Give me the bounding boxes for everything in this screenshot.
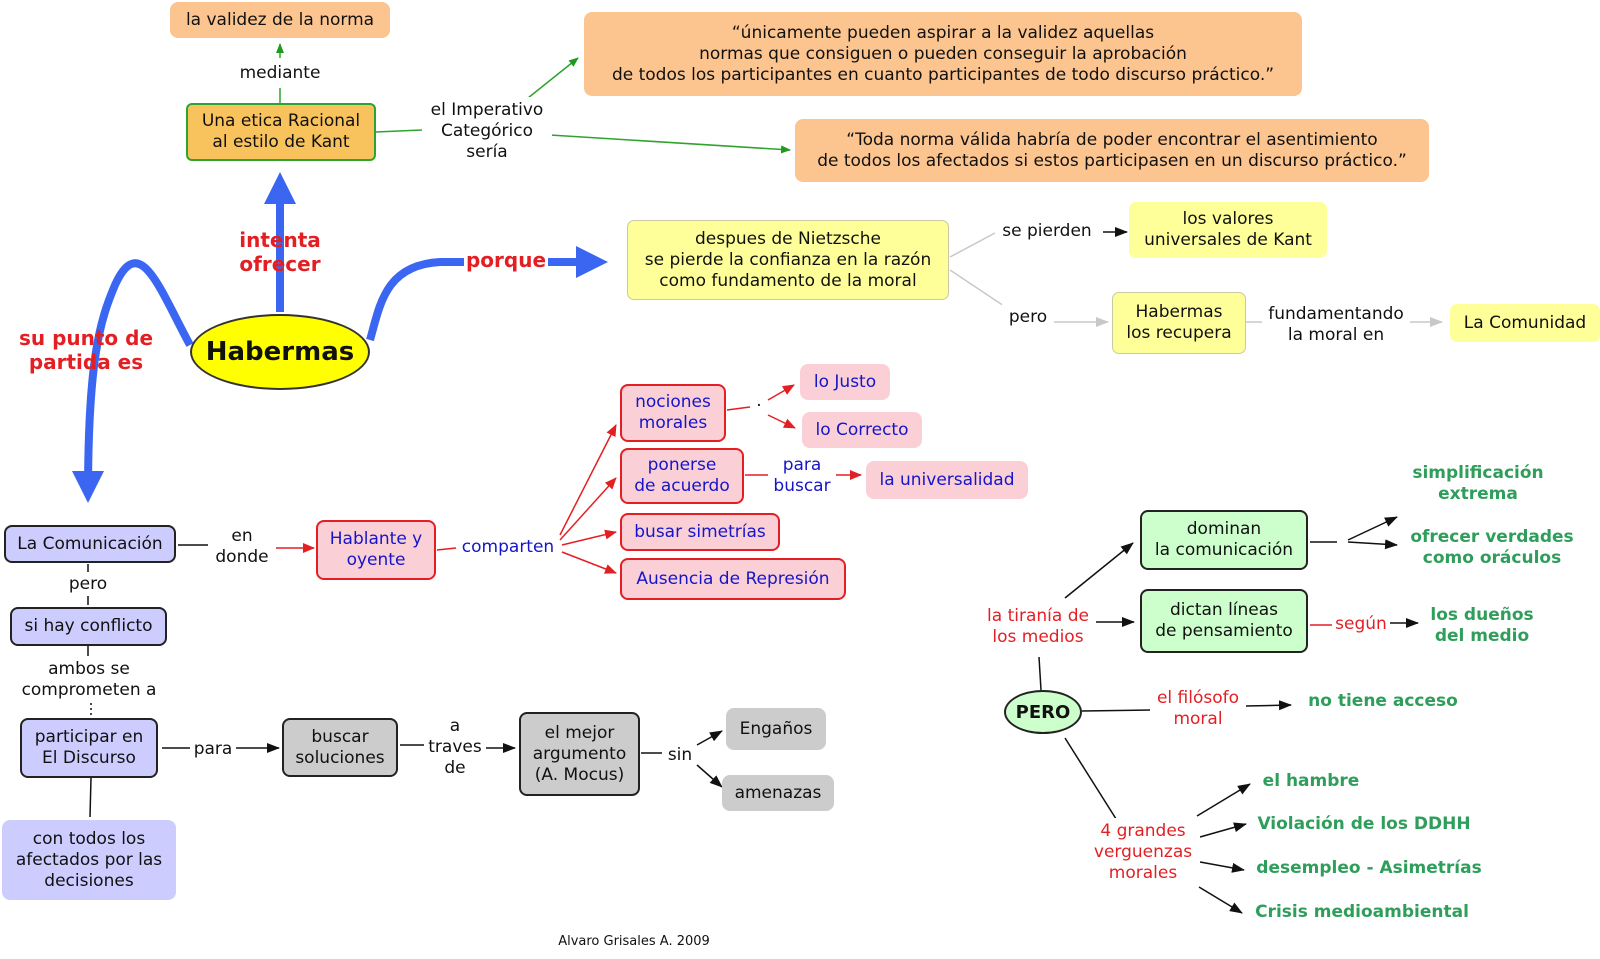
node-habermas-recupera: Habermas los recupera xyxy=(1112,292,1246,354)
node-la-comunidad: La Comunidad xyxy=(1450,304,1600,342)
link-participar-afectados xyxy=(89,777,92,818)
node-hablante-oyente: Hablante y oyente xyxy=(316,520,436,580)
link-pero-tirania xyxy=(1038,656,1042,691)
label-fundamentando: fundamentando la moral en xyxy=(1264,302,1408,348)
node-simetrias: busar simetrías xyxy=(620,513,780,551)
node-mejor-argumento: el mejor argumento (A. Mocus) xyxy=(519,712,640,796)
node-afectados: con todos los afectados por las decision… xyxy=(2,820,176,900)
label-segun: según xyxy=(1332,611,1390,637)
arrow-punto-partida xyxy=(72,259,194,503)
label-tirania-medios: la tiranía de los medios xyxy=(980,602,1096,652)
label-pero-comunicacion: pero xyxy=(64,572,112,596)
node-participar-discurso: participar en El Discurso xyxy=(20,718,158,778)
link-tirania-dominan xyxy=(1064,542,1134,599)
node-amenazas: amenazas xyxy=(722,775,834,811)
link-dot-justo xyxy=(767,384,795,401)
link-verguenzas-desempleo xyxy=(1199,861,1245,873)
link-dominan-verdades xyxy=(1347,539,1398,550)
label-ambos: ambos se comprometen a xyxy=(14,658,164,702)
link-comparten-simetrias xyxy=(561,529,617,546)
label-imperativo: el Imperativo Categórico sería xyxy=(422,97,552,165)
node-dictan-lineas: dictan líneas de pensamiento xyxy=(1140,589,1308,653)
node-enganos: Engaños xyxy=(726,708,826,750)
link-kant-imperativo xyxy=(375,129,423,133)
node-duenos-medio: los dueños del medio xyxy=(1420,604,1544,648)
label-para-buscar: para buscar xyxy=(770,454,834,498)
label-filosofo-moral: el filósofo moral xyxy=(1150,686,1246,732)
link-comparten-ausencia xyxy=(561,551,617,574)
label-se-pierden: se pierden xyxy=(996,218,1098,244)
link-imperativo-quote1 xyxy=(527,57,579,99)
link-verguenzas-crisis xyxy=(1198,886,1243,914)
node-comunicacion: La Comunicación xyxy=(4,525,176,563)
arrow-porque xyxy=(366,246,608,342)
node-ponerse-acuerdo: ponerse de acuerdo xyxy=(620,448,744,504)
link-sin-enganos xyxy=(696,730,723,746)
link-nociones-dot xyxy=(726,406,751,411)
link-verguenzas-ddhh xyxy=(1199,822,1247,838)
node-ofrecer-verdades: ofrecer verdades como oráculos xyxy=(1400,526,1584,570)
node-quote2: “Toda norma válida habría de poder encon… xyxy=(795,119,1429,182)
node-crisis-medioambiental: Crisis medioambiental xyxy=(1248,899,1476,925)
label-porque: porque xyxy=(464,246,548,274)
link-comparten-ponerse xyxy=(559,477,617,541)
link-nietzsche-sepierden xyxy=(949,232,996,258)
link-imperativo-quote2 xyxy=(549,134,791,154)
link-dot-correcto xyxy=(767,414,796,429)
label-intenta-ofrecer: intenta ofrecer xyxy=(239,228,321,276)
label-a-traves: a traves de xyxy=(426,714,484,780)
label-sin: sin xyxy=(664,743,696,767)
link-pero-filosofo xyxy=(1081,709,1151,712)
link-pero-verguenzas xyxy=(1064,737,1119,823)
node-desempleo: desempleo - Asimetrías xyxy=(1248,855,1490,881)
node-quote1: “únicamente pueden aspirar a la validez … xyxy=(584,12,1302,96)
node-etica-kant: Una etica Racional al estilo de Kant xyxy=(186,103,376,161)
label-pero-nietzsche: pero xyxy=(1002,304,1054,330)
node-validez-norma: la validez de la norma xyxy=(170,2,390,38)
node-si-hay-conflicto: si hay conflicto xyxy=(10,607,167,646)
node-violacion-ddhh: Violación de los DDHH xyxy=(1250,811,1478,837)
footer-author: Alvaro Grisales A. 2009 xyxy=(558,934,710,949)
node-simplificacion-extrema: simplificación extrema xyxy=(1398,462,1558,506)
node-nietzsche: despues de Nietzsche se pierde la confia… xyxy=(627,220,949,300)
label-comparten: comparten xyxy=(458,534,558,560)
label-dot: · xyxy=(752,396,766,416)
node-pero: PERO xyxy=(1004,690,1082,734)
link-hablante-comparten xyxy=(436,547,457,551)
node-lo-justo: lo Justo xyxy=(800,364,890,400)
link-nietzsche-pero xyxy=(949,269,1008,309)
link-verguenzas-hambre xyxy=(1196,783,1251,817)
link-comparten-nociones xyxy=(559,424,617,536)
node-valores-kant: los valores universales de Kant xyxy=(1129,202,1327,258)
node-ausencia-represion: Ausencia de Represión xyxy=(620,558,846,600)
link-dominan-simplificacion xyxy=(1347,516,1398,541)
node-buscar-soluciones: buscar soluciones xyxy=(282,718,398,777)
node-universalidad: la universalidad xyxy=(866,461,1028,499)
label-en-donde: en donde xyxy=(210,524,274,570)
label-punto-partida: su punto de partida es xyxy=(18,326,154,374)
label-para: para xyxy=(190,737,236,761)
node-dominan-comunicacion: dominan la comunicación xyxy=(1140,510,1308,570)
node-habermas: Habermas xyxy=(190,314,370,390)
link-sin-amenazas xyxy=(696,764,723,788)
label-verguenzas-morales: 4 grandes verguenzas morales xyxy=(1086,818,1200,886)
node-el-hambre: el hambre xyxy=(1256,768,1366,794)
link-filosofo-noacceso xyxy=(1245,700,1292,711)
node-nociones-morales: nociones morales xyxy=(620,384,726,442)
node-lo-correcto: lo Correcto xyxy=(802,412,922,448)
node-no-tiene-acceso: no tiene acceso xyxy=(1300,688,1466,714)
label-mediante: mediante xyxy=(232,60,328,86)
